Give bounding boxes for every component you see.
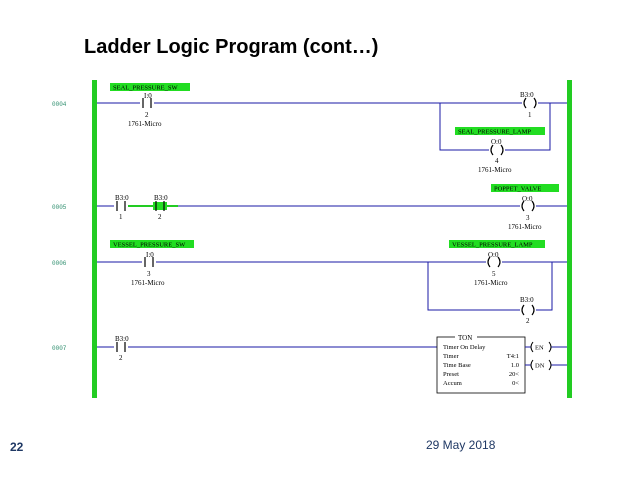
timer-row-label: Accum <box>443 380 462 387</box>
contact-vessel-pressure-sw: VESSEL_PRESSURE_SW I:0 3 1761-Micro <box>110 240 194 287</box>
coil-seal-pressure-lamp: SEAL_PRESSURE_LAMP O:0 4 1761-Micro <box>455 127 545 174</box>
timer-dn-output: DN <box>525 359 567 371</box>
contact-b3-0-1: B3:0 1 <box>114 194 129 221</box>
coil-bit: 5 <box>492 270 496 278</box>
coil-module: 1761-Micro <box>478 166 512 174</box>
coil-b3-0-1: B3:0 1 <box>520 91 538 119</box>
coil-address: B3:0 <box>520 296 534 304</box>
contact-bit: 1 <box>119 213 123 221</box>
coil-address: B3:0 <box>520 91 534 99</box>
coil-symbol <box>521 304 535 316</box>
coil-address: O:0 <box>522 195 533 203</box>
contact-gap <box>140 99 154 107</box>
tag-label: VESSEL_PRESSURE_LAMP <box>452 242 533 249</box>
coil-gap <box>520 202 536 210</box>
coil-bit: 4 <box>495 157 499 165</box>
rung-0005: 0005 B3:0 1 B3:0 2 POPPET_VALVE O:0 3 17… <box>52 184 567 231</box>
branch-wire <box>427 262 553 311</box>
contact-bit: 2 <box>119 354 123 362</box>
left-power-rail <box>92 80 97 398</box>
tag-label: SEAL_PRESSURE_SW <box>113 85 179 92</box>
timer-name: Timer On Delay <box>443 344 486 351</box>
tag-label-box <box>110 83 190 91</box>
coil-bit: 3 <box>526 214 530 222</box>
contact-module: 1761-Micro <box>128 120 162 128</box>
right-power-rail <box>567 80 572 398</box>
rung-number: 0007 <box>52 345 67 352</box>
dn-label: DN <box>535 363 545 370</box>
tag-label: SEAL_PRESSURE_LAMP <box>458 129 531 136</box>
coil-module: 1761-Micro <box>508 223 542 231</box>
timer-type-gap <box>455 333 477 341</box>
coil-module: 1761-Micro <box>474 279 508 287</box>
coil-bit: 1 <box>528 111 532 119</box>
coil-address: O:0 <box>488 251 499 259</box>
timer-row-label: Time Base <box>443 362 471 369</box>
rung-0004: 0004 SEAL_PRESSURE_SW I:0 2 1761-Micro B… <box>52 83 567 174</box>
contact-b3-0-2: B3:0 2 <box>153 194 168 221</box>
contact-bit: 2 <box>145 111 149 119</box>
contact-gap <box>142 258 156 266</box>
contact-gap <box>114 202 128 210</box>
timer-block: TON Timer On Delay Timer T4:1 Time Base … <box>436 333 526 394</box>
timer-row-value: T4:1 <box>507 353 519 360</box>
coil-symbol <box>521 200 535 212</box>
coil-poppet-valve: POPPET_VALVE O:0 3 1761-Micro <box>491 184 559 231</box>
slide-date: 29 May 2018 <box>426 438 496 452</box>
coil-address: O:0 <box>491 138 502 146</box>
contact-bit: 2 <box>158 213 162 221</box>
contact-bit: 3 <box>147 270 151 278</box>
contact-address: B3:0 <box>115 335 129 343</box>
tag-label-box <box>491 184 559 192</box>
en-label: EN <box>535 345 544 352</box>
tag-label-box <box>449 240 545 248</box>
timer-row-value: 20< <box>509 371 520 378</box>
rung-0006: 0006 VESSEL_PRESSURE_SW I:0 3 1761-Micro… <box>52 240 567 325</box>
coil-symbol <box>487 256 501 268</box>
coil-symbol <box>523 97 537 109</box>
timer-en-output: EN <box>525 341 567 353</box>
timer-row-value: 1.0 <box>511 362 519 369</box>
timer-type: TON <box>458 334 472 342</box>
timer-box <box>436 336 526 394</box>
tag-label-box <box>455 127 545 135</box>
tag-label: POPPET_VALVE <box>494 186 541 193</box>
rung-number: 0005 <box>52 204 67 211</box>
coil-bit: 2 <box>526 317 530 325</box>
coil-gap <box>489 146 505 154</box>
contact-seal-pressure-sw: SEAL_PRESSURE_SW I:0 2 1761-Micro <box>110 83 190 128</box>
contact-address: B3:0 <box>154 194 168 202</box>
contact-address: I:0 <box>146 251 154 259</box>
en-coil-symbol <box>530 341 552 353</box>
tag-label-box <box>110 240 194 248</box>
tag-label: VESSEL_PRESSURE_SW <box>113 242 186 249</box>
contact-address: B3:0 <box>115 194 129 202</box>
en-gap <box>531 342 551 352</box>
timer-row-label: Preset <box>443 371 459 378</box>
contact-address: I:0 <box>144 92 152 100</box>
slide-title: Ladder Logic Program (cont…) <box>84 36 379 58</box>
contact-b3-0-2: B3:0 2 <box>114 335 129 362</box>
contact-gap <box>114 343 128 351</box>
timer-row-label: Timer <box>443 353 459 360</box>
dn-coil-symbol <box>530 359 552 371</box>
coil-gap <box>522 99 538 107</box>
timer-row-value: 0< <box>512 380 519 387</box>
rung-0007: 0007 B3:0 2 TON Timer On Delay Timer T4:… <box>52 333 567 394</box>
rung-number: 0006 <box>52 260 67 267</box>
rung-number: 0004 <box>52 101 67 108</box>
contact-module: 1761-Micro <box>131 279 165 287</box>
coil-vessel-pressure-lamp: VESSEL_PRESSURE_LAMP O:0 5 1761-Micro <box>449 240 545 287</box>
page-number: 22 <box>10 440 24 454</box>
coil-gap <box>520 306 536 314</box>
contact-gap <box>153 202 167 210</box>
dn-gap <box>531 360 551 370</box>
coil-b3-0-2: B3:0 2 <box>520 296 536 325</box>
coil-symbol <box>490 144 504 156</box>
coil-gap <box>486 258 502 266</box>
